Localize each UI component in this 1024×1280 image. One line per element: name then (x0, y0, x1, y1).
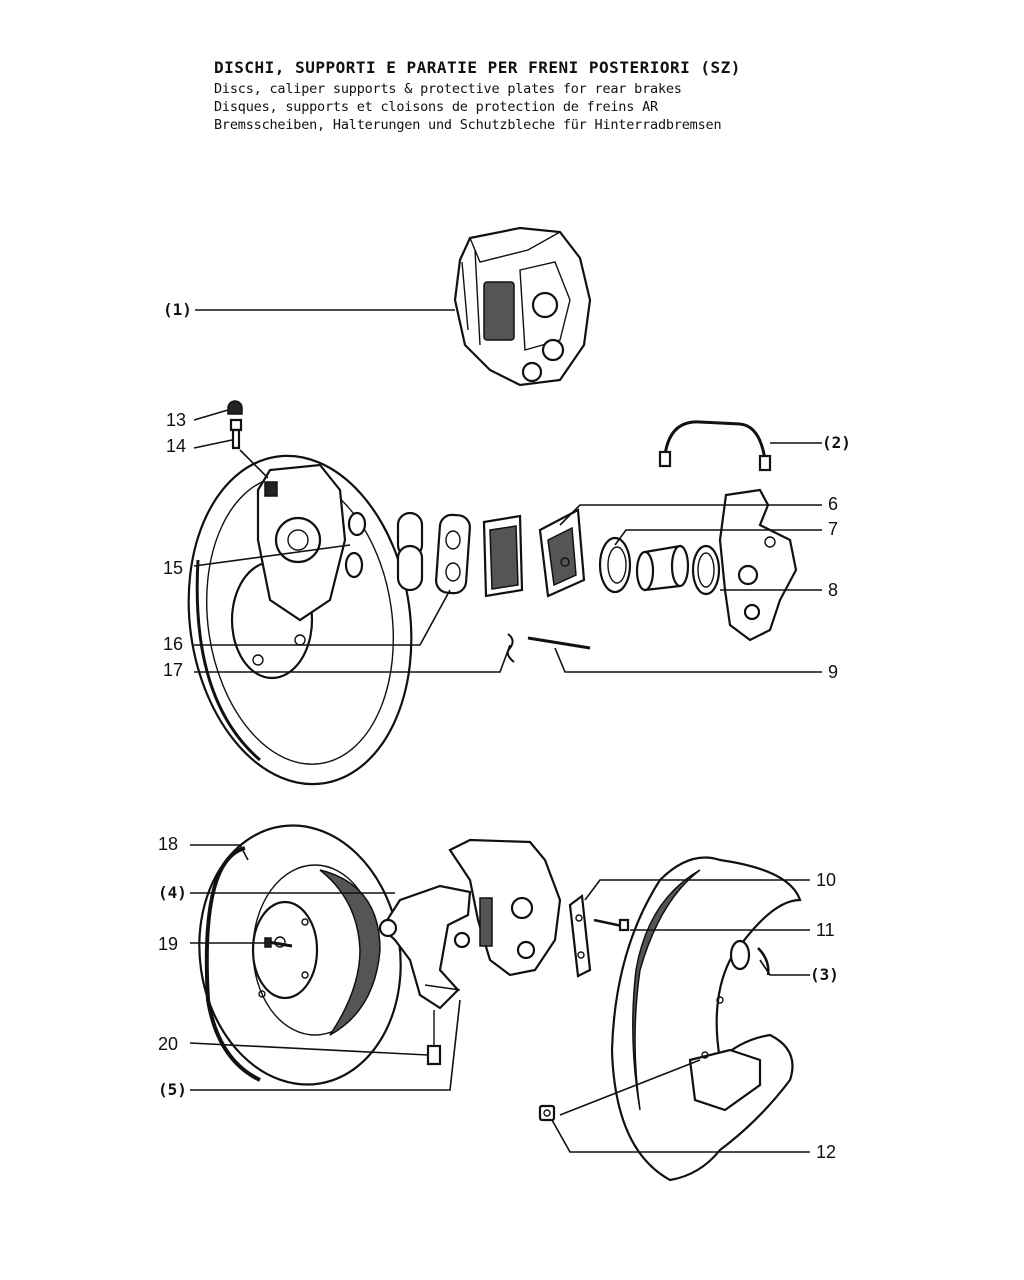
leader-20 (189, 1042, 429, 1056)
callout-6: 6 (828, 494, 838, 514)
spring-clip-drawing (506, 633, 515, 663)
leader-7 (614, 529, 822, 546)
callout-5: (5) (158, 1080, 187, 1099)
brake-disc-drawing (198, 824, 402, 1086)
caliper-support-bracket-drawing (378, 884, 472, 1010)
shield-nut-drawing (538, 1104, 556, 1122)
callout-7: 7 (828, 519, 838, 539)
bleeder-screw-drawing (229, 418, 243, 450)
leader-14b (239, 449, 269, 479)
leader-14 (193, 439, 233, 449)
piston-seal-drawing (598, 536, 632, 594)
support-disc-drawing (187, 454, 413, 786)
callout-3: (3) (810, 965, 839, 984)
leader-16 (194, 589, 451, 646)
callout-labels: (1) (2) (3) (4) (5) 6 7 8 9 10 11 12 13 … (158, 300, 851, 1162)
caliper-half-drawing (718, 488, 798, 642)
callout-8: 8 (828, 580, 838, 600)
anti-squeal-plate-drawing (435, 513, 471, 595)
leader-10 (584, 879, 810, 901)
leader-12a (551, 1119, 810, 1153)
callout-13: 13 (166, 410, 186, 430)
caliper-piston-drawing (635, 544, 690, 592)
leader-12b (559, 1059, 701, 1116)
protective-plate-drawing (610, 856, 802, 1182)
callout-1: (1) (163, 300, 192, 319)
title-german: Bremsscheiben, Halterungen und Schutzble… (214, 117, 722, 133)
leader-9 (554, 647, 822, 673)
mounting-shim-drawing (568, 893, 592, 978)
shield-screw-drawing (593, 918, 630, 932)
leader-13 (193, 409, 229, 421)
callout-17: 17 (163, 660, 183, 680)
leader-6 (559, 504, 822, 526)
leader-lines (189, 309, 822, 1153)
leader-3 (759, 959, 810, 976)
pad-pin-drawing (527, 636, 591, 650)
brake-pipe-drawing (658, 420, 772, 472)
leader-5 (190, 999, 461, 1091)
callout-2: (2) (822, 433, 851, 452)
callout-12: 12 (816, 1142, 836, 1162)
callout-16: 16 (163, 634, 183, 654)
leader-15 (193, 544, 351, 567)
callout-4: (4) (158, 883, 187, 902)
title-french: Disques, supports et cloisons de protect… (214, 99, 658, 115)
brake-pad-drawing (482, 514, 524, 598)
callout-11: 11 (816, 920, 835, 940)
leader-18 (190, 844, 249, 861)
callout-9: 9 (828, 662, 838, 682)
callout-20: 20 (158, 1034, 178, 1054)
callout-18: 18 (158, 834, 178, 854)
callout-15: 15 (163, 558, 183, 578)
bleeder-cap-drawing (227, 400, 243, 415)
caliper-assembly-drawing (453, 226, 592, 387)
caliper-lower-drawing (448, 838, 562, 977)
title-english: Discs, caliper supports & protective pla… (214, 81, 682, 97)
callout-19: 19 (158, 934, 178, 954)
title-italian: DISCHI, SUPPORTI E PARATIE PER FRENI POS… (214, 58, 741, 77)
callout-14: 14 (166, 436, 186, 456)
brake-pad-backplate-drawing (538, 508, 586, 598)
callout-10: 10 (816, 870, 836, 890)
dust-seal-drawing (691, 544, 721, 596)
bracket-bolt-drawing (426, 1010, 442, 1066)
leader-17 (194, 644, 511, 673)
small-pistons-drawing (396, 511, 424, 592)
title-block: DISCHI, SUPPORTI E PARATIE PER FRENI POS… (214, 58, 741, 135)
